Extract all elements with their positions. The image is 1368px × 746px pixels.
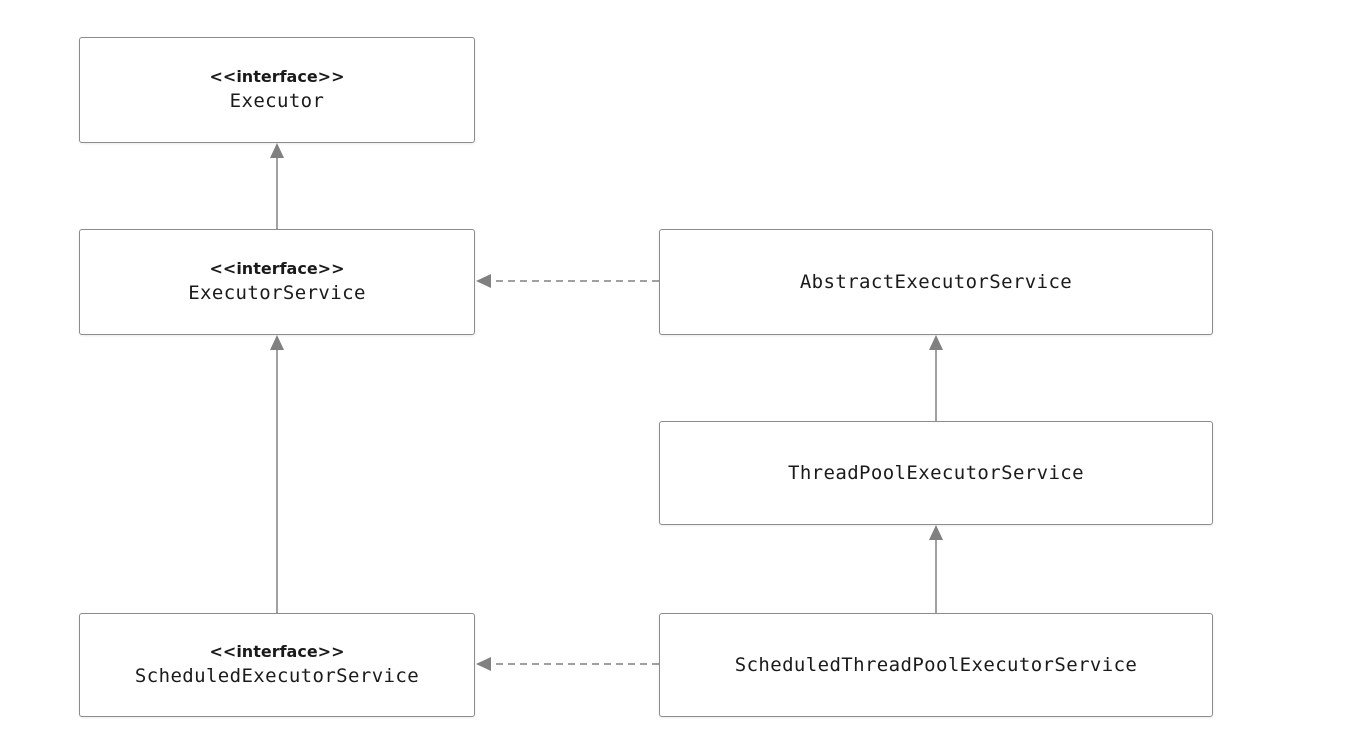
edge-scheduledthreadpool-to-threadpool	[929, 525, 943, 613]
edge-scheduledexecutorservice-to-executorservice	[270, 335, 284, 613]
edge-abstractexecutorservice-to-executorservice	[476, 274, 659, 288]
arrowhead-icon	[270, 335, 284, 350]
arrowhead-icon	[270, 143, 284, 158]
class-node-abstractexecutorservice: AbstractExecutorService	[659, 229, 1213, 335]
class-name: AbstractExecutorService	[799, 271, 1073, 293]
stereotype-label: <<interface>>	[209, 642, 345, 661]
class-node-scheduledthreadpoolexecutorservice: ScheduledThreadPoolExecutorService	[659, 613, 1213, 717]
class-node-executorservice: <<interface>> ExecutorService	[79, 229, 475, 335]
edge-executorservice-to-executor	[270, 143, 284, 229]
class-node-threadpoolexecutorservice: ThreadPoolExecutorService	[659, 421, 1213, 525]
class-name: ScheduledExecutorService	[134, 665, 420, 687]
edge-threadpool-to-abstract	[929, 335, 943, 421]
arrowhead-icon	[476, 657, 491, 671]
arrowhead-icon	[476, 274, 491, 288]
arrowhead-icon	[929, 335, 943, 350]
edge-scheduledthreadpool-to-scheduledexecutorservice	[476, 657, 659, 671]
arrowhead-icon	[929, 525, 943, 540]
stereotype-label: <<interface>>	[209, 259, 345, 278]
stereotype-label: <<interface>>	[209, 67, 345, 86]
class-node-executor: <<interface>> Executor	[79, 37, 475, 143]
class-name: ExecutorService	[188, 282, 366, 304]
class-name: ThreadPoolExecutorService	[788, 462, 1084, 484]
class-name: ScheduledThreadPoolExecutorService	[734, 654, 1138, 676]
class-node-scheduledexecutorservice: <<interface>> ScheduledExecutorService	[79, 613, 475, 717]
class-name: Executor	[229, 90, 325, 112]
